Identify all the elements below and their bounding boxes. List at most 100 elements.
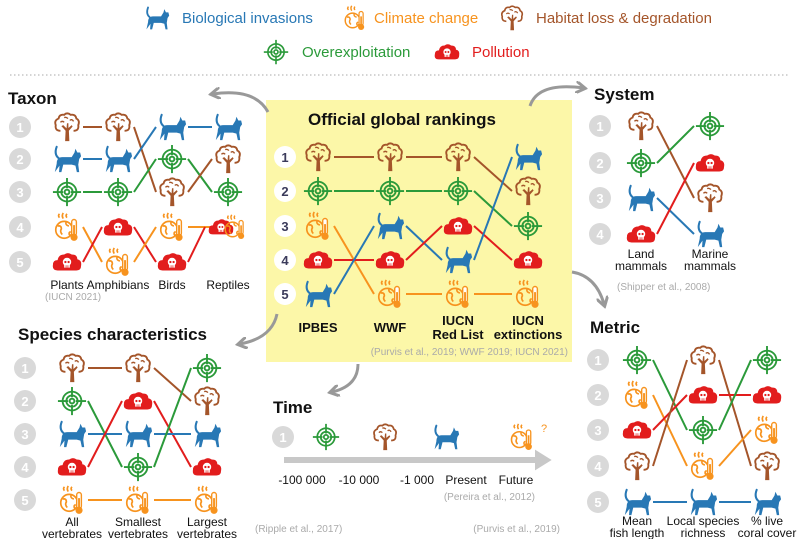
legend-item-invasions: Biological invasions [145,6,313,31]
flow-arrows [213,87,604,392]
rank-number: 4 [16,220,24,235]
column-label: WWF [374,320,407,335]
tree-icon [690,345,716,375]
connector-pollution [187,226,206,263]
cat-icon [627,184,656,213]
legend-label: Climate change [374,10,478,27]
legend-item-climate: Climate change [344,5,478,31]
connector-habitat [652,359,688,467]
rank-circle [14,390,36,412]
source-citation: (Purvis et al., 2019; WWF 2019; IUCN 202… [371,347,568,358]
target-icon [157,144,187,174]
column-label: All [65,515,78,529]
rank-circle [587,384,609,406]
source-citation: (Ripple et al., 2017) [255,524,342,535]
column-label: Birds [158,278,185,292]
globe-thermometer-icon [54,212,79,242]
skull-cloud-icon [626,224,656,243]
arrow-to-time [332,363,360,392]
connector-invasions [656,197,695,235]
rank-number: 1 [596,119,603,134]
rank-circle [587,419,609,441]
panel-title: Taxon [8,89,57,108]
legend-item-overexploitation: Overexploitation [263,39,410,65]
timeline-tick: -10 000 [339,473,380,487]
system-panel: System1234LandmammalsMarinemammals(Shipp… [589,85,736,293]
rank-number: 1 [21,361,28,376]
rank-circle [14,489,36,511]
panel-title: Official global rankings [308,110,496,129]
rank-number: 1 [279,430,286,445]
rank-circle [589,152,611,174]
column-label: Reptiles [206,278,249,292]
globe-thermometer-icon [624,380,649,410]
connector-pollution [82,226,103,263]
skull-cloud-icon [622,420,652,439]
column-label: Land [628,247,655,261]
connector-overexploitation [718,359,752,431]
source-citation: (Purvis et al., 2019) [473,524,560,535]
rank-circle [589,223,611,245]
timeline-arrow [284,449,552,471]
rank-circle [14,357,36,379]
source-citation: (Pereira et al., 2012) [444,492,535,503]
timeline-tick: Future [499,473,534,487]
tree-icon [194,386,220,416]
legend-label: Overexploitation [302,44,410,61]
connector-invasions [333,225,375,295]
rank-circle [9,148,31,170]
tree-icon [125,353,151,383]
connector-climate [133,226,157,263]
source-citation: (Shipper et al., 2008) [617,282,710,293]
arrow-to-species [240,313,279,344]
connector-lines [656,125,695,235]
connector-overexploitation [153,367,192,468]
rank-number: 3 [281,219,288,234]
column-label: Marine [692,247,729,261]
rank-circle [274,249,296,271]
rank-number: 2 [16,152,23,167]
rank-number: 4 [281,253,289,268]
column-label: richness [681,526,726,539]
rank-number: 3 [16,185,23,200]
skull-cloud-icon [157,252,187,271]
connector-overexploitation [133,158,157,193]
target-icon [52,177,82,207]
rank-circle [587,455,609,477]
connector-invasions [473,156,513,261]
tree-icon [215,144,241,174]
cat-icon [145,6,170,31]
globe-thermometer-icon [510,423,533,451]
target-icon [688,415,718,445]
cat-icon [58,420,87,449]
target-icon [123,452,153,482]
rank-number: 2 [281,184,288,199]
target-icon [57,386,87,416]
target-icon [622,345,652,375]
column-label: Mean [622,514,652,528]
column-label: extinctions [494,327,563,342]
arrow-to-system [528,87,583,107]
column-label: IUCN [442,313,474,328]
tree-icon [59,353,85,383]
tree-icon [105,112,131,142]
column-label: Amphibians [87,278,150,292]
target-icon [312,423,340,451]
legend-item-habitat: Habitat loss & degradation [500,5,712,31]
skull-cloud-icon [123,391,153,410]
column-label: Plants [50,278,83,292]
connector-pollution [87,400,123,468]
connector-habitat [473,156,513,192]
rank-circle [274,146,296,168]
rank-number: 5 [21,493,28,508]
legend: Biological invasions Climate change Habita… [145,5,712,65]
connector-habitat [718,359,752,467]
rank-number: 4 [594,459,602,474]
connector-pollution [656,162,695,235]
connector-overexploitation [652,359,688,431]
legend-label: Biological invasions [182,10,313,27]
uncertainty-mark: ? [541,423,547,435]
column-label: vertebrates [42,527,102,539]
